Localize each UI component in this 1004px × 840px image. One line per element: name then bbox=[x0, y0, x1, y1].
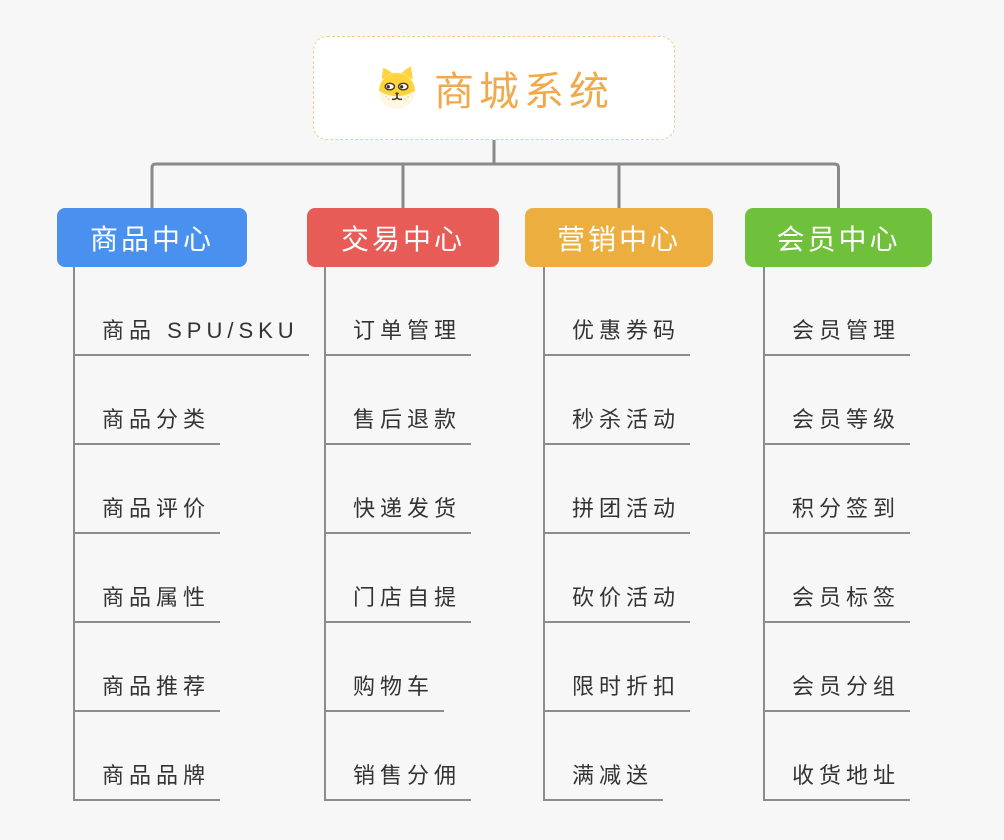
leaf-topic[interactable]: 门店自提 bbox=[326, 534, 472, 623]
leaf-label: 会员管理 bbox=[765, 313, 911, 356]
leaf-label: 商品品牌 bbox=[75, 758, 221, 801]
root-title: 商城系统 bbox=[434, 70, 614, 114]
branch-bus-line bbox=[150, 162, 840, 208]
leaf-label: 商品评价 bbox=[75, 491, 221, 534]
leaf-label: 商品分类 bbox=[75, 402, 221, 445]
leaf-topic[interactable]: 商品推荐 bbox=[75, 623, 309, 712]
leaf-topic[interactable]: 商品 SPU/SKU bbox=[75, 267, 309, 356]
leaf-label: 商品属性 bbox=[75, 580, 221, 623]
leaf-label: 快递发货 bbox=[326, 491, 472, 534]
leaf-label: 会员标签 bbox=[765, 580, 911, 623]
leaf-label: 门店自提 bbox=[326, 580, 472, 623]
leaf-label: 会员分组 bbox=[765, 669, 911, 712]
branch-label: 交易中心 bbox=[340, 223, 465, 255]
leaf-label: 商品 SPU/SKU bbox=[75, 313, 309, 356]
leaf-label: 收货地址 bbox=[765, 758, 911, 801]
dog-face-icon bbox=[378, 66, 416, 110]
branch-node-trade-center[interactable]: 交易中心 bbox=[307, 208, 499, 267]
branch-node-member-center[interactable]: 会员中心 bbox=[745, 208, 932, 267]
branch-node-product-center[interactable]: 商品中心 bbox=[57, 208, 247, 267]
leaf-topic[interactable]: 商品品牌 bbox=[75, 712, 309, 801]
leaf-label: 拼团活动 bbox=[545, 491, 691, 534]
leaf-label: 销售分佣 bbox=[326, 758, 472, 801]
leaf-topic[interactable]: 砍价活动 bbox=[545, 534, 691, 623]
leaf-topic[interactable]: 优惠券码 bbox=[545, 267, 691, 356]
leaf-label: 售后退款 bbox=[326, 402, 472, 445]
branch-children-trade-center: 订单管理 售后退款 快递发货 门店自提 购物车 销售分佣 bbox=[324, 267, 472, 801]
branch-label: 会员中心 bbox=[776, 223, 901, 255]
leaf-topic[interactable]: 销售分佣 bbox=[326, 712, 472, 801]
branch-node-marketing-center[interactable]: 营销中心 bbox=[525, 208, 713, 267]
leaf-topic[interactable]: 会员管理 bbox=[765, 267, 911, 356]
leaf-topic[interactable]: 会员标签 bbox=[765, 534, 911, 623]
leaf-topic[interactable]: 订单管理 bbox=[326, 267, 472, 356]
leaf-topic[interactable]: 拼团活动 bbox=[545, 445, 691, 534]
leaf-label: 满减送 bbox=[545, 758, 664, 801]
leaf-topic[interactable]: 秒杀活动 bbox=[545, 356, 691, 445]
branch-label: 商品中心 bbox=[89, 223, 214, 255]
branch-children-member-center: 会员管理 会员等级 积分签到 会员标签 会员分组 收货地址 bbox=[763, 267, 911, 801]
leaf-topic[interactable]: 商品分类 bbox=[75, 356, 309, 445]
leaf-label: 限时折扣 bbox=[545, 669, 691, 712]
root-node[interactable]: 商城系统 bbox=[313, 36, 675, 140]
leaf-topic[interactable]: 售后退款 bbox=[326, 356, 472, 445]
leaf-topic[interactable]: 收货地址 bbox=[765, 712, 911, 801]
branch-label: 营销中心 bbox=[556, 223, 681, 255]
leaf-label: 砍价活动 bbox=[545, 580, 691, 623]
leaf-label: 积分签到 bbox=[765, 491, 911, 534]
leaf-topic[interactable]: 满减送 bbox=[545, 712, 690, 801]
leaf-topic[interactable]: 会员等级 bbox=[765, 356, 911, 445]
leaf-topic[interactable]: 会员分组 bbox=[765, 623, 911, 712]
leaf-topic[interactable]: 限时折扣 bbox=[545, 623, 691, 712]
leaf-topic[interactable]: 商品评价 bbox=[75, 445, 309, 534]
leaf-label: 会员等级 bbox=[765, 402, 911, 445]
leaf-topic[interactable]: 积分签到 bbox=[765, 445, 911, 534]
leaf-topic[interactable]: 商品属性 bbox=[75, 534, 309, 623]
leaf-label: 购物车 bbox=[326, 669, 445, 712]
branch-children-product-center: 商品 SPU/SKU 商品分类 商品评价 商品属性 商品推荐 商品品牌 bbox=[73, 267, 309, 801]
leaf-label: 订单管理 bbox=[326, 313, 472, 356]
leaf-topic[interactable]: 快递发货 bbox=[326, 445, 472, 534]
leaf-label: 商品推荐 bbox=[75, 669, 221, 712]
leaf-topic[interactable]: 购物车 bbox=[326, 623, 471, 712]
leaf-label: 秒杀活动 bbox=[545, 402, 691, 445]
branch-children-marketing-center: 优惠券码 秒杀活动 拼团活动 砍价活动 限时折扣 满减送 bbox=[543, 267, 691, 801]
leaf-label: 优惠券码 bbox=[545, 313, 691, 356]
